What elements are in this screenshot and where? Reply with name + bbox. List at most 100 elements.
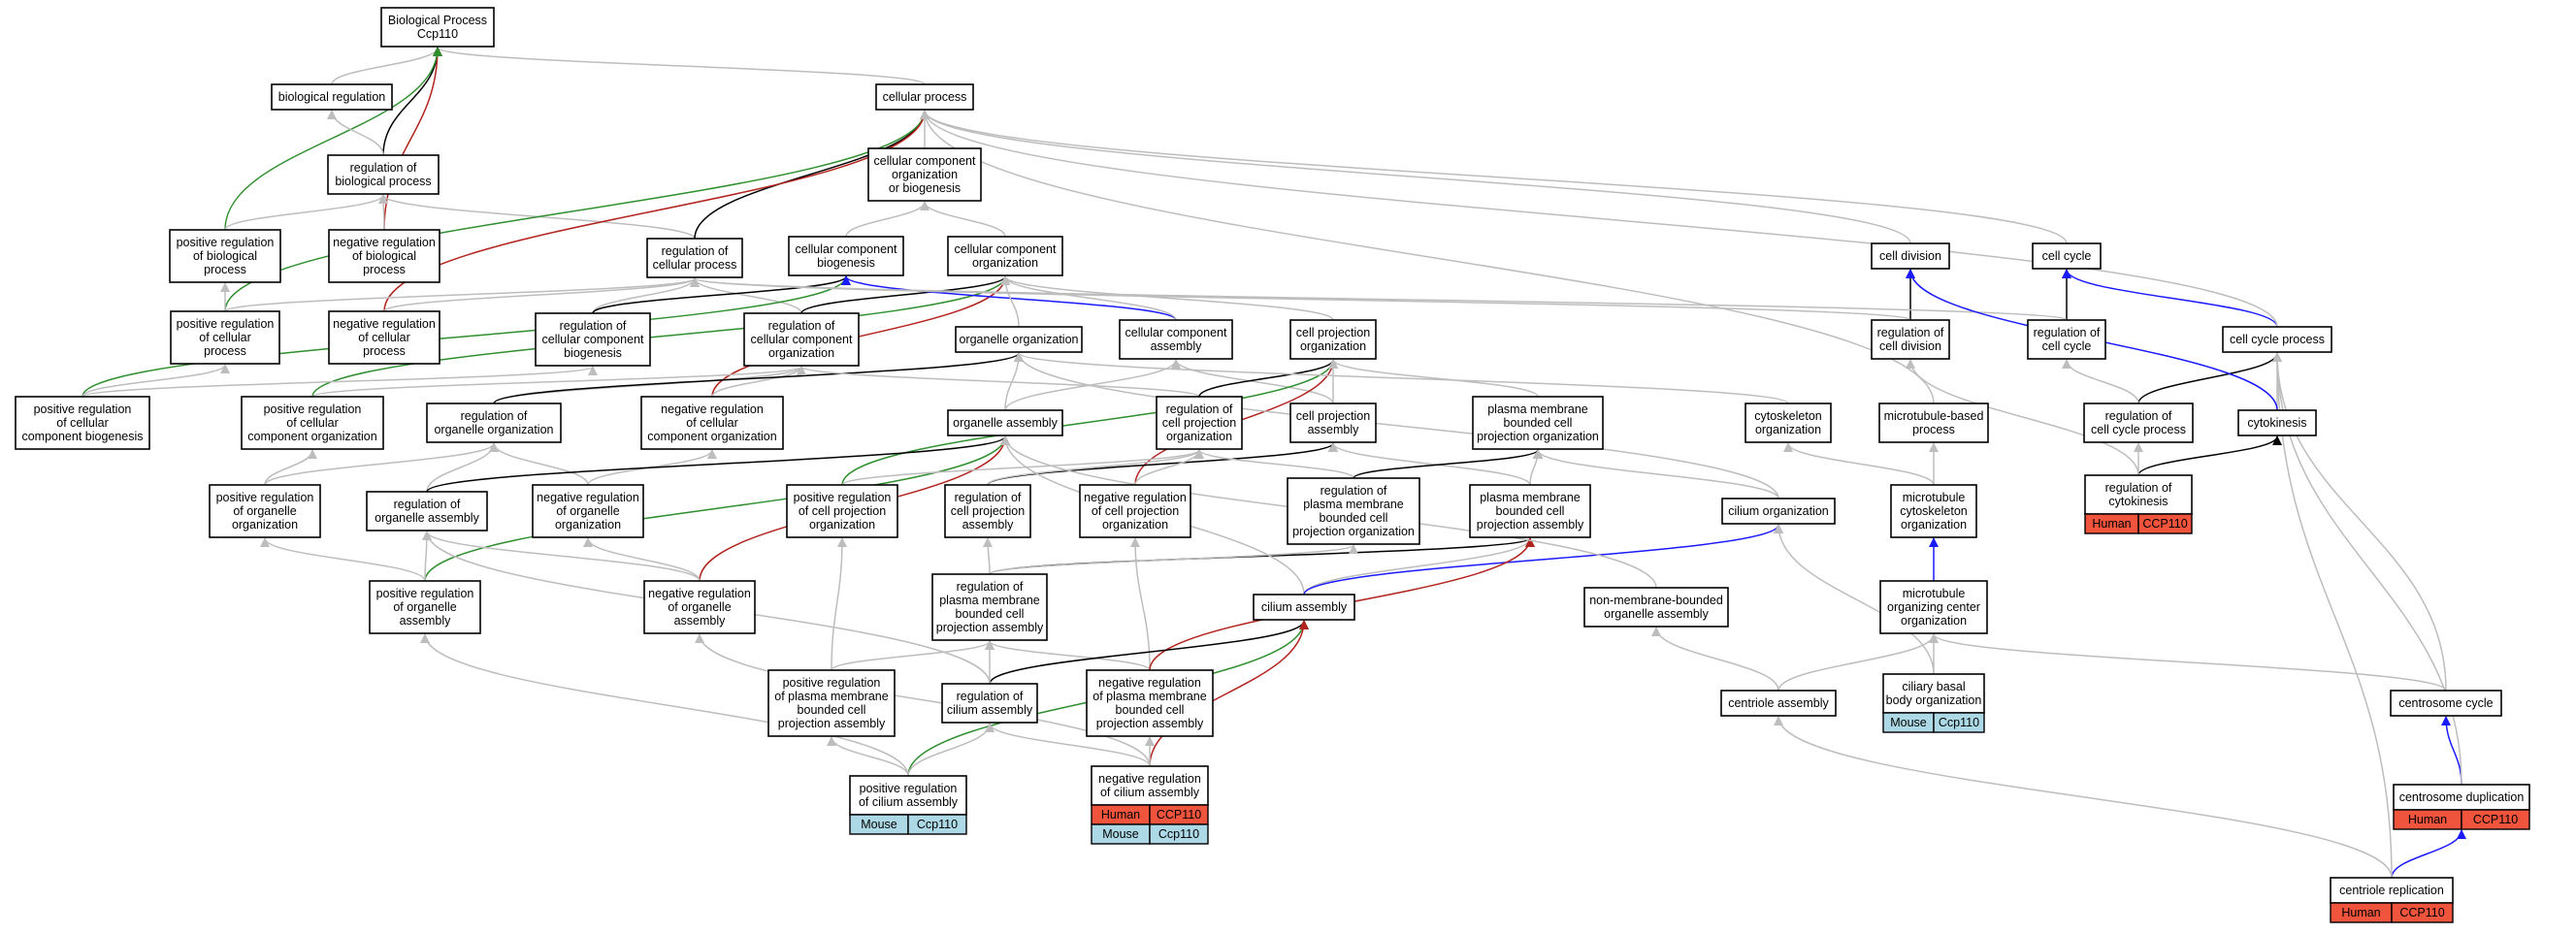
term-node-cio[interactable]: cilium organization	[1721, 498, 1836, 525]
term-label: cell projection	[951, 504, 1025, 518]
edge-is-a	[1906, 359, 2139, 476]
edge-negatively-regulates	[1149, 620, 1309, 767]
term-label: of cellular	[286, 416, 339, 430]
term-label: cellular process	[653, 258, 737, 272]
edge-regulates	[800, 275, 1010, 314]
term-label: bounded cell	[1504, 416, 1573, 430]
term-label: positive regulation	[376, 587, 474, 600]
edge-part-of	[1303, 524, 1783, 596]
term-node-oo[interactable]: organelle organization	[955, 326, 1083, 353]
term-label: projection assembly	[936, 621, 1044, 634]
term-node-cba[interactable]: centriole assembly	[1720, 690, 1837, 717]
term-node-cd[interactable]: cell division	[1871, 242, 1950, 270]
edge-is-a	[583, 537, 701, 582]
gene-label: Ccp110	[1158, 827, 1199, 841]
term-label: cell cycle process	[2091, 423, 2186, 436]
edge-regulates	[1353, 449, 1543, 479]
term-label: negative regulation	[1098, 676, 1201, 690]
term-label: of organelle	[393, 600, 456, 614]
term-node-ca[interactable]: cilium assembly	[1253, 594, 1355, 621]
term-node-cp[interactable]: cellular process	[875, 83, 974, 111]
species-label: Mouse	[1890, 716, 1927, 729]
term-label: organelle assembly	[375, 511, 479, 525]
term-label: positive regulation	[860, 782, 958, 795]
term-node-breg[interactable]: biological regulation	[271, 83, 393, 111]
term-node-oa[interactable]: organelle assembly	[947, 409, 1063, 436]
term-label: regulation of	[957, 690, 1024, 703]
term-label: cilium assembly	[947, 703, 1033, 717]
gene-label: Ccp110	[917, 818, 958, 831]
edge-is-a	[690, 277, 2068, 321]
term-label: positive regulation	[177, 236, 275, 249]
edge-positively-regulates	[424, 435, 1010, 582]
edge-is-a	[841, 449, 1204, 486]
term-label: cellular component	[796, 242, 897, 256]
term-node-ccp[interactable]: cell cycle process	[2222, 326, 2332, 353]
term-label: or biogenesis	[889, 181, 961, 195]
term-label: plasma membrane	[1480, 491, 1581, 504]
term-label: organization	[1901, 518, 1967, 531]
term-label: cellular component	[542, 333, 644, 346]
term-node-cs[interactable]: centrosome cycle	[2390, 690, 2502, 717]
term-node-ck[interactable]: cytokinesis	[2237, 409, 2317, 436]
term-label: plasma membrane	[1303, 498, 1404, 511]
term-label: cell division	[1879, 249, 1941, 263]
term-label: of cellular	[56, 416, 109, 430]
edge-regulates	[2137, 435, 2282, 476]
term-label: projection assembly	[778, 717, 886, 730]
term-node-cc[interactable]: cell cycle	[2032, 242, 2102, 270]
edge-is-a	[378, 194, 389, 231]
